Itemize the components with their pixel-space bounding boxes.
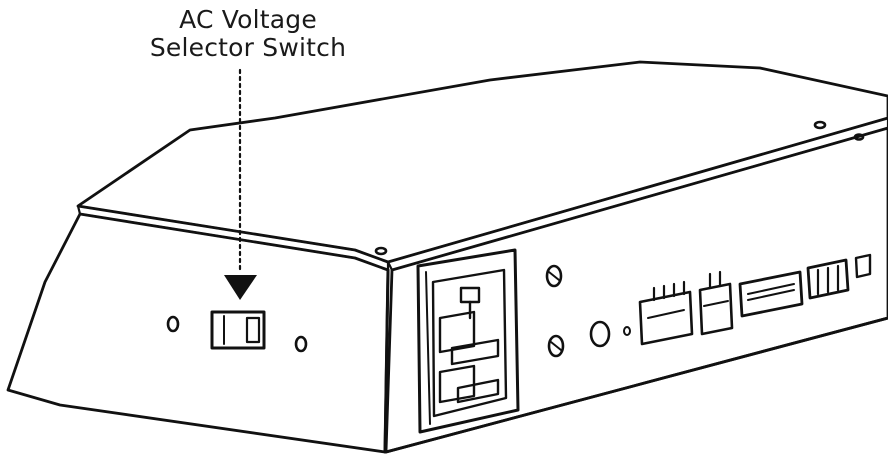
- side-screw-lower: [547, 334, 565, 358]
- connector-3-pins: [747, 283, 795, 301]
- side-screw-lower-slot: [550, 341, 562, 351]
- callout-line-1: AC Voltage: [179, 5, 317, 34]
- connector-2-latch: [703, 300, 729, 307]
- enclosure-side-bottom-edge: [384, 316, 888, 454]
- indicator-hole-small: [623, 326, 631, 336]
- connector-edge: [854, 253, 872, 279]
- screw-top-left: [374, 246, 388, 256]
- power-inlet-ridge: [425, 271, 431, 425]
- indicator-hole: [589, 320, 611, 348]
- side-screw-upper: [545, 264, 563, 288]
- side-screw-upper-slot: [548, 271, 560, 281]
- power-pin-bottom: [438, 364, 476, 404]
- enclosure-corner-edge: [383, 268, 390, 454]
- power-inlet-inner: [431, 268, 508, 418]
- mount-hole-left: [166, 315, 180, 333]
- connector-1-pins: [652, 280, 686, 302]
- power-inlet-frame: [416, 248, 520, 434]
- connector-3-body: [738, 270, 804, 318]
- connector-2-body: [698, 282, 734, 336]
- callout-label: AC Voltage Selector Switch: [118, 6, 378, 62]
- terminal-block-slots: [816, 264, 840, 296]
- screw-top-right: [813, 120, 827, 130]
- callout-arrowhead: [224, 275, 257, 300]
- enclosure-side-face: [384, 126, 888, 454]
- power-pin-bar: [450, 338, 500, 366]
- connector-1-latch: [647, 309, 685, 319]
- voltage-selector-toggle: [245, 316, 261, 344]
- terminal-block-body: [806, 258, 850, 300]
- connector-2-pins: [708, 270, 722, 290]
- power-pin-bottom-bar: [456, 378, 500, 404]
- power-pin-left: [438, 310, 476, 354]
- enclosure-side-bevel: [386, 116, 888, 272]
- power-pin-top: [459, 286, 481, 304]
- mount-hole-right: [294, 335, 308, 353]
- screw-top-rear: [853, 133, 865, 141]
- enclosure-front-face: [6, 212, 390, 454]
- voltage-selector-switch: [210, 310, 266, 350]
- callout-line-2: Selector Switch: [149, 33, 347, 62]
